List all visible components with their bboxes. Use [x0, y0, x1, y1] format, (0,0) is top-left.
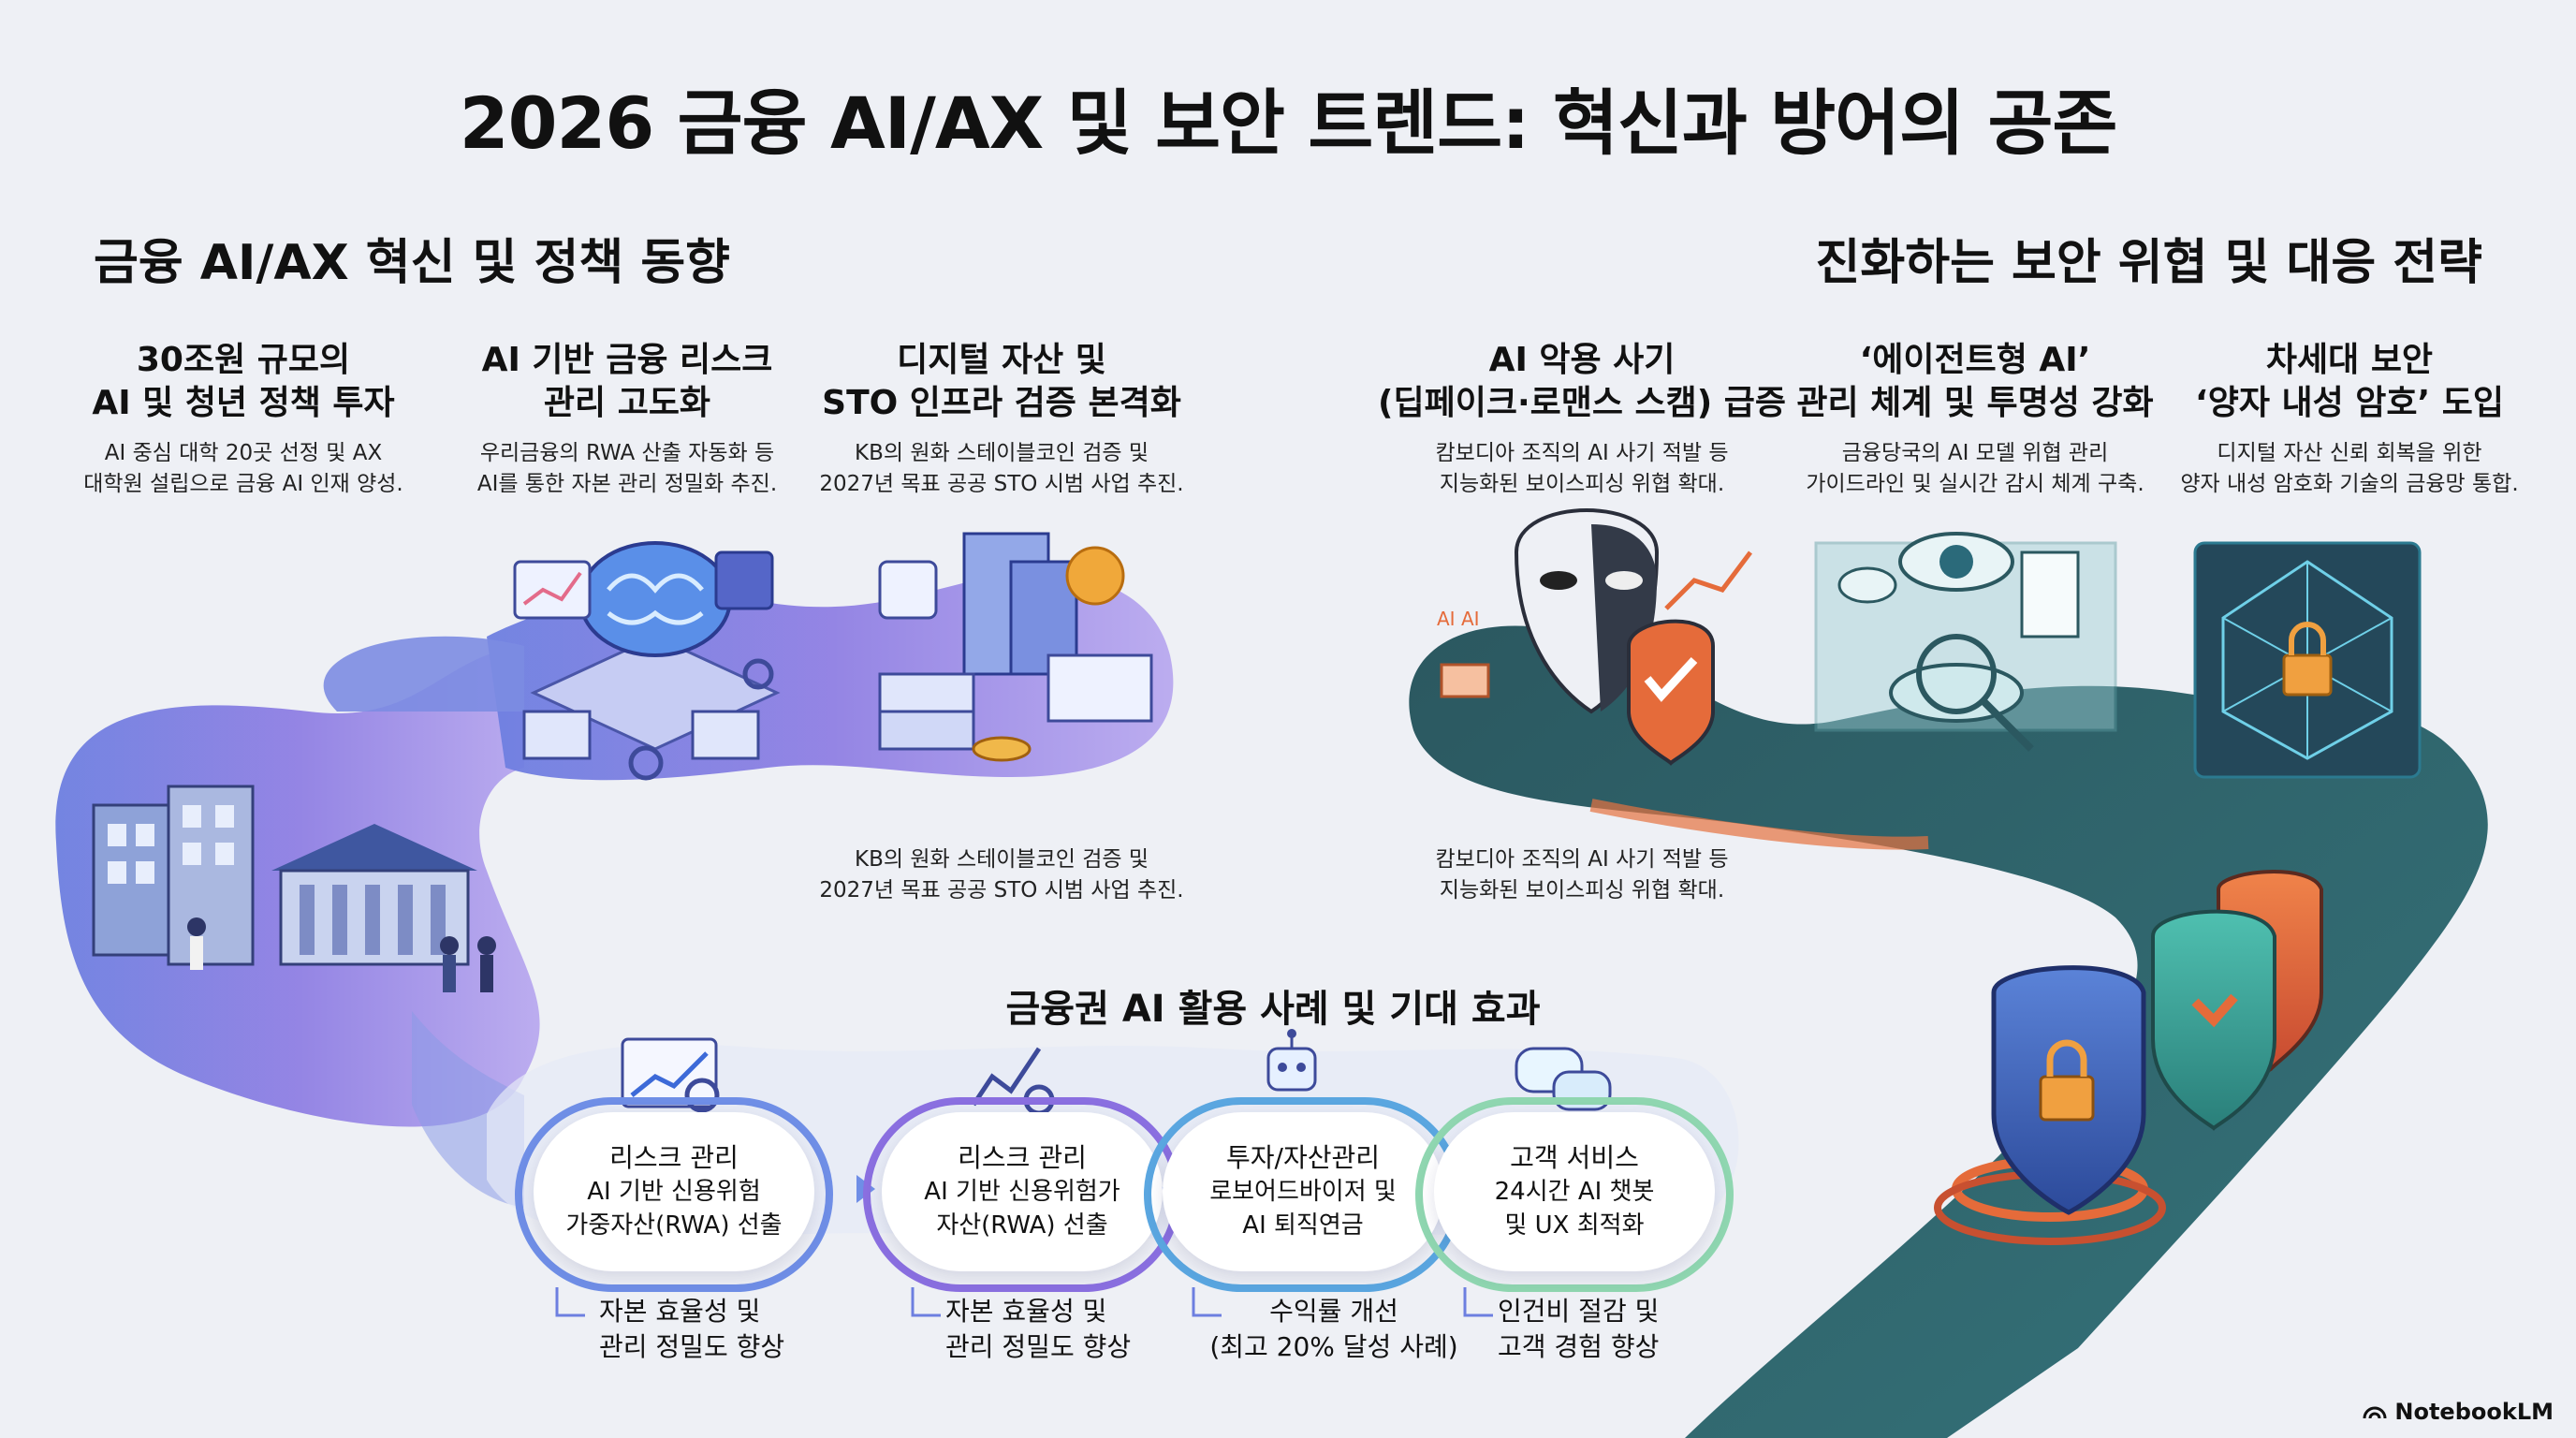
column-heading-line-2: AI 및 청년 정책 투자	[92, 384, 395, 422]
case-card-3: 투자/자산관리 로보어드바이저 및 AI 퇴직연금	[1163, 1112, 1443, 1271]
column-desc-line-1: 우리금융의 RWA 산출 자동화 등	[479, 441, 775, 465]
column-desc-line-1: 디지털 자산 신뢰 회복을 위한	[2217, 441, 2482, 465]
right-extra-caption: 캄보디아 조직의 AI 사기 적발 등 지능화된 보이스피싱 위협 확대.	[1385, 844, 1778, 906]
case-effect-2: 자본 효율성 및 관리 정밀도 향상	[945, 1294, 1131, 1365]
case-label-3: AI 퇴직연금	[1242, 1211, 1364, 1240]
case-card-1: 리스크 관리 AI 기반 신용위험 가중자산(RWA) 선출	[534, 1112, 814, 1271]
column-desc-line-2: 양자 내성 암호화 기술의 금융망 통합.	[2180, 472, 2519, 496]
right-section-title: 진화하는 보안 위협 및 대응 전략	[1815, 235, 2482, 291]
right-column-2: ‘에이전트형 AI’ 관리 체계 및 투명성 강화 금융당국의 AI 모델 위협…	[1769, 339, 2181, 500]
column-heading-line-1: 차세대 보안	[2265, 341, 2434, 379]
notebooklm-logo-icon	[2363, 1406, 2387, 1419]
bank-buildings-graphic	[92, 785, 496, 992]
case-label-2: 24시간 AI 챗봇	[1494, 1178, 1655, 1206]
column-heading-line-2: 관리 체계 및 투명성 강화	[1796, 384, 2154, 422]
column-heading-line-2: (딥페이크·로맨스 스캠) 급증	[1378, 384, 1786, 422]
case-card-2: 리스크 관리 AI 기반 신용위험가 자산(RWA) 선출	[882, 1112, 1163, 1271]
mask-ai-label: AI AI	[1437, 608, 1480, 630]
case-label-2: AI 기반 신용위험	[587, 1178, 761, 1206]
ai-brain-graphic	[513, 541, 781, 781]
case-ring-1	[515, 1097, 833, 1292]
agent-ai-monitor-graphic	[1814, 532, 2117, 752]
column-desc-line-2: 가이드라인 및 실시간 감시 체계 구축.	[1806, 472, 2144, 496]
case-label-3: 및 UX 최적화	[1504, 1211, 1645, 1240]
case-label-1: 리스크 관리	[609, 1142, 739, 1173]
left-column-1: 30조원 규모의 AI 및 청년 정책 투자 AI 중심 대학 20곳 선정 및…	[56, 339, 431, 500]
case-label-3: 자산(RWA) 선출	[936, 1211, 1108, 1240]
notebooklm-label: NotebookLM	[2394, 1399, 2554, 1425]
page-title: 2026 금융 AI/AX 및 보안 트렌드: 혁신과 방어의 공존	[459, 81, 2118, 165]
case-effect-3: 수익률 개선 (최고 20% 달성 사례)	[1193, 1294, 1474, 1365]
case-label-1: 투자/자산관리	[1226, 1142, 1380, 1173]
case-label-2: 로보어드바이저 및	[1209, 1178, 1397, 1206]
right-column-1: AI 악용 사기 (딥페이크·로맨스 스캠) 급증 캄보디아 조직의 AI 사기…	[1376, 339, 1788, 500]
effect-line-1: 수익률 개선	[1269, 1296, 1398, 1327]
deepfake-mask-graphic	[1440, 508, 1752, 766]
case-effect-4: 인건비 절감 및 고객 경험 향상	[1498, 1294, 1659, 1365]
column-heading-line-1: AI 기반 금융 리스크	[481, 341, 773, 379]
effect-line-2: (최고 20% 달성 사례)	[1209, 1331, 1458, 1362]
column-desc-line-1: 캄보디아 조직의 AI 사기 적발 등	[1435, 441, 1729, 465]
column-desc-line-2: 대학원 설립으로 금융 AI 인재 양성.	[83, 472, 403, 496]
column-desc-line-2: 지능화된 보이스피싱 위협 확대.	[1439, 472, 1725, 496]
effect-line-2: 고객 경험 향상	[1498, 1331, 1660, 1362]
effect-line-1: 자본 효율성 및	[599, 1296, 761, 1327]
column-desc-line-2: 2027년 목표 공공 STO 시범 사업 추진.	[819, 472, 1184, 496]
road-connector	[323, 636, 524, 712]
caption-line-2: 2027년 목표 공공 STO 시범 사업 추진.	[819, 878, 1184, 902]
left-section-title: 금융 AI/AX 혁신 및 정책 동향	[94, 235, 730, 291]
right-road	[1409, 625, 2488, 1438]
shield-stack-graphic	[1934, 870, 2323, 1245]
case-label-1: 고객 서비스	[1510, 1142, 1639, 1173]
effect-line-2: 관리 정밀도 향상	[945, 1331, 1132, 1362]
column-desc-line-1: 금융당국의 AI 모델 위협 관리	[1841, 441, 2109, 465]
digital-asset-graphic	[878, 532, 1153, 762]
column-desc-line-2: AI를 통한 자본 관리 정밀화 추진.	[476, 472, 778, 496]
column-heading-line-1: 디지털 자산 및	[897, 341, 1106, 379]
column-desc-line-1: KB의 원화 스테이블코인 검증 및	[854, 441, 1149, 465]
mask-ai-text: AI AI	[1437, 608, 1480, 630]
case-ring-4	[1415, 1097, 1734, 1292]
case-label-2: AI 기반 신용위험가	[924, 1178, 1120, 1206]
quantum-lock-graphic	[2193, 541, 2422, 779]
effect-line-1: 자본 효율성 및	[945, 1296, 1107, 1327]
column-heading-line-2: STO 인프라 검증 본격화	[822, 384, 1181, 422]
column-heading-line-2: ‘양자 내성 암호’ 도입	[2195, 384, 2504, 422]
caption-line-1: 캄보디아 조직의 AI 사기 적발 등	[1435, 847, 1729, 872]
notebooklm-watermark: NotebookLM	[2363, 1399, 2554, 1425]
cases-title: 금융권 AI 활용 사례 및 기대 효과	[1005, 988, 1541, 1031]
left-extra-caption: KB의 원화 스테이블코인 검증 및 2027년 목표 공공 STO 시범 사업…	[805, 844, 1198, 906]
column-heading-line-1: 30조원 규모의	[136, 341, 351, 379]
right-road-glow	[1589, 799, 1929, 850]
column-heading-line-2: 관리 고도화	[543, 384, 711, 422]
case-card-4: 고객 서비스 24시간 AI 챗봇 및 UX 최적화	[1434, 1112, 1715, 1271]
column-heading-line-1: AI 악용 사기	[1488, 341, 1676, 379]
left-column-2: AI 기반 금융 리스크 관리 고도화 우리금융의 RWA 산출 자동화 등 A…	[440, 339, 814, 500]
caption-line-1: KB의 원화 스테이블코인 검증 및	[854, 847, 1149, 872]
right-column-3: 차세대 보안 ‘양자 내성 암호’ 도입 디지털 자산 신뢰 회복을 위한 양자…	[2144, 339, 2555, 500]
effect-line-1: 인건비 절감 및	[1498, 1296, 1660, 1327]
column-heading-line-1: ‘에이전트형 AI’	[1859, 341, 2091, 379]
case-effect-1: 자본 효율성 및 관리 정밀도 향상	[599, 1294, 784, 1365]
effect-arrows	[555, 1287, 1493, 1317]
effect-line-2: 관리 정밀도 향상	[599, 1331, 785, 1362]
caption-line-2: 지능화된 보이스피싱 위협 확대.	[1439, 878, 1725, 902]
case-label-1: 리스크 관리	[958, 1142, 1087, 1173]
left-column-3: 디지털 자산 및 STO 인프라 검증 본격화 KB의 원화 스테이블코인 검증…	[805, 339, 1198, 500]
case-label-3: 가중자산(RWA) 선출	[565, 1211, 783, 1240]
column-desc-line-1: AI 중심 대학 20곳 선정 및 AX	[104, 441, 383, 465]
